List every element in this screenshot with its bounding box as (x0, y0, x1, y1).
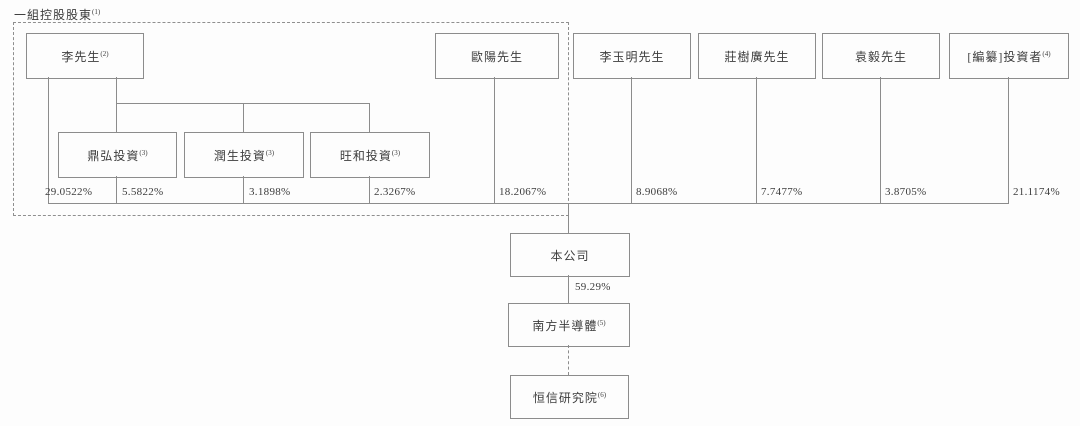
node-wanghe-investment: 旺和投資(3) (310, 132, 430, 178)
controlling-shareholders-dashed-box (13, 22, 569, 216)
pct-mr-zhuang: 7.7477% (761, 186, 803, 198)
connector-mr-yuan-yi-down (880, 77, 881, 203)
connector-vehicles-header (116, 103, 369, 104)
connector-bus-to-company (568, 203, 569, 233)
pct-wanghe: 2.3267% (374, 186, 416, 198)
connector-drop-wanghe (369, 103, 370, 132)
pct-mr-yuan-yi: 3.8705% (885, 186, 927, 198)
connector-mr-li-direct (48, 77, 49, 203)
pct-mr-li-direct: 29.0522% (45, 186, 93, 198)
node-mr-ouyang: 歐陽先生 (435, 33, 559, 79)
node-dinghong-investment: 鼎弘投資(3) (58, 132, 177, 178)
node-redacted-investors: [編纂]投資者(4) (949, 33, 1069, 79)
node-runsheng-investment: 潤生投資(3) (184, 132, 304, 178)
pct-redacted-investors: 21.1174% (1013, 186, 1060, 198)
node-mr-li: 李先生(2) (26, 33, 144, 79)
connector-shareholders-bus (48, 203, 1009, 204)
node-the-company: 本公司 (510, 233, 630, 277)
pct-mr-ouyang: 18.2067% (499, 186, 547, 198)
connector-dinghong-down (116, 176, 117, 203)
connector-drop-dinghong (116, 103, 117, 132)
node-southern-semiconductor: 南方半導體(5) (508, 303, 630, 347)
connector-drop-runsheng (243, 103, 244, 132)
pct-mr-li-yuming: 8.9068% (636, 186, 678, 198)
connector-runsheng-down (243, 176, 244, 203)
pct-dinghong: 5.5822% (122, 186, 164, 198)
controlling-shareholders-group-label: 一組控股股東(1) (14, 8, 101, 22)
connector-mr-li-to-vehicles (116, 77, 117, 103)
node-hengxin-research-institute: 恒信研究院(6) (510, 375, 629, 419)
connector-wanghe-down (369, 176, 370, 203)
node-mr-yuan-yi: 袁毅先生 (822, 33, 940, 79)
connector-mr-ouyang-down (494, 77, 495, 203)
node-mr-zhuang-shuguang: 莊樹廣先生 (698, 33, 816, 79)
connector-mr-zhuang-down (756, 77, 757, 203)
connector-redacted-investors-down (1008, 77, 1009, 203)
connector-mr-li-yuming-down (631, 77, 632, 203)
connector-company-to-southern (568, 275, 569, 303)
pct-company-to-southern: 59.29% (575, 281, 611, 293)
connector-southern-to-hengxin-dashed (568, 345, 569, 375)
pct-runsheng: 3.1898% (249, 186, 291, 198)
node-mr-li-yuming: 李玉明先生 (573, 33, 691, 79)
